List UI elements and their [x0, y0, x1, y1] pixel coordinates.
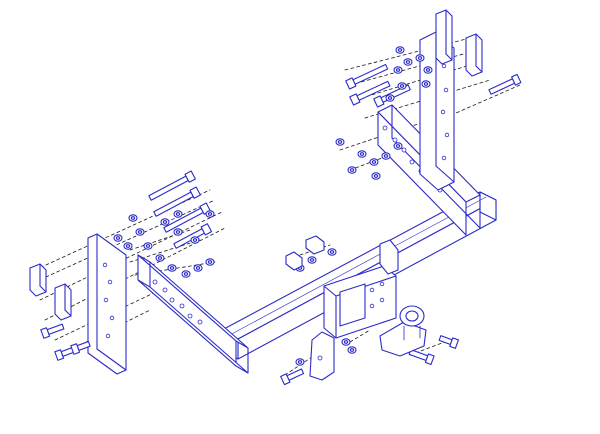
washer-hole [157, 256, 163, 260]
washer-hole [297, 360, 303, 364]
bracket-holes [152, 279, 203, 325]
washer-hole [207, 212, 213, 216]
towball-mounting-plate [323, 239, 399, 339]
washer-hole [373, 174, 379, 178]
washer-hole [175, 212, 181, 216]
washer-hole [192, 238, 198, 242]
washer-hole [349, 348, 355, 352]
crossbar-nuts [285, 235, 325, 271]
washer-hole [183, 272, 189, 276]
washer-hole [425, 68, 431, 72]
washer-hole [337, 140, 343, 144]
washer-hole [405, 60, 411, 64]
washer-hole [162, 220, 168, 224]
tow-ball [379, 305, 427, 357]
washer-hole [309, 258, 315, 262]
washer-hole [115, 236, 121, 240]
washer-hole [399, 84, 405, 88]
washer-hole [329, 250, 335, 254]
spacer-blocks-right [435, 9, 483, 77]
washer-hole [371, 160, 377, 164]
washers-and-nuts [113, 46, 433, 366]
washer-hole [359, 152, 365, 156]
washer-hole [145, 244, 151, 248]
washer-hole [125, 244, 131, 248]
washer-hole [417, 56, 423, 60]
left-side-bracket [137, 254, 249, 374]
washer-hole [387, 96, 393, 100]
spacer-blocks-left [29, 263, 72, 321]
washer-hole [207, 260, 213, 264]
washer-hole [395, 144, 401, 148]
left-mounting-plate [87, 233, 127, 375]
washer-hole [130, 216, 136, 220]
washer-hole [137, 230, 143, 234]
long-bolts-left [148, 170, 213, 249]
washer-hole [195, 266, 201, 270]
lower-bracket [309, 331, 335, 381]
washer-hole [423, 82, 429, 86]
washer-hole [383, 154, 389, 158]
washer-hole [175, 230, 181, 234]
washer-hole [397, 48, 403, 52]
long-bolts-right [345, 63, 522, 108]
washer-hole [349, 168, 355, 172]
washer-hole [169, 266, 175, 270]
washer-hole [343, 340, 349, 344]
washer-hole [395, 68, 401, 72]
short-bolts [40, 323, 460, 386]
